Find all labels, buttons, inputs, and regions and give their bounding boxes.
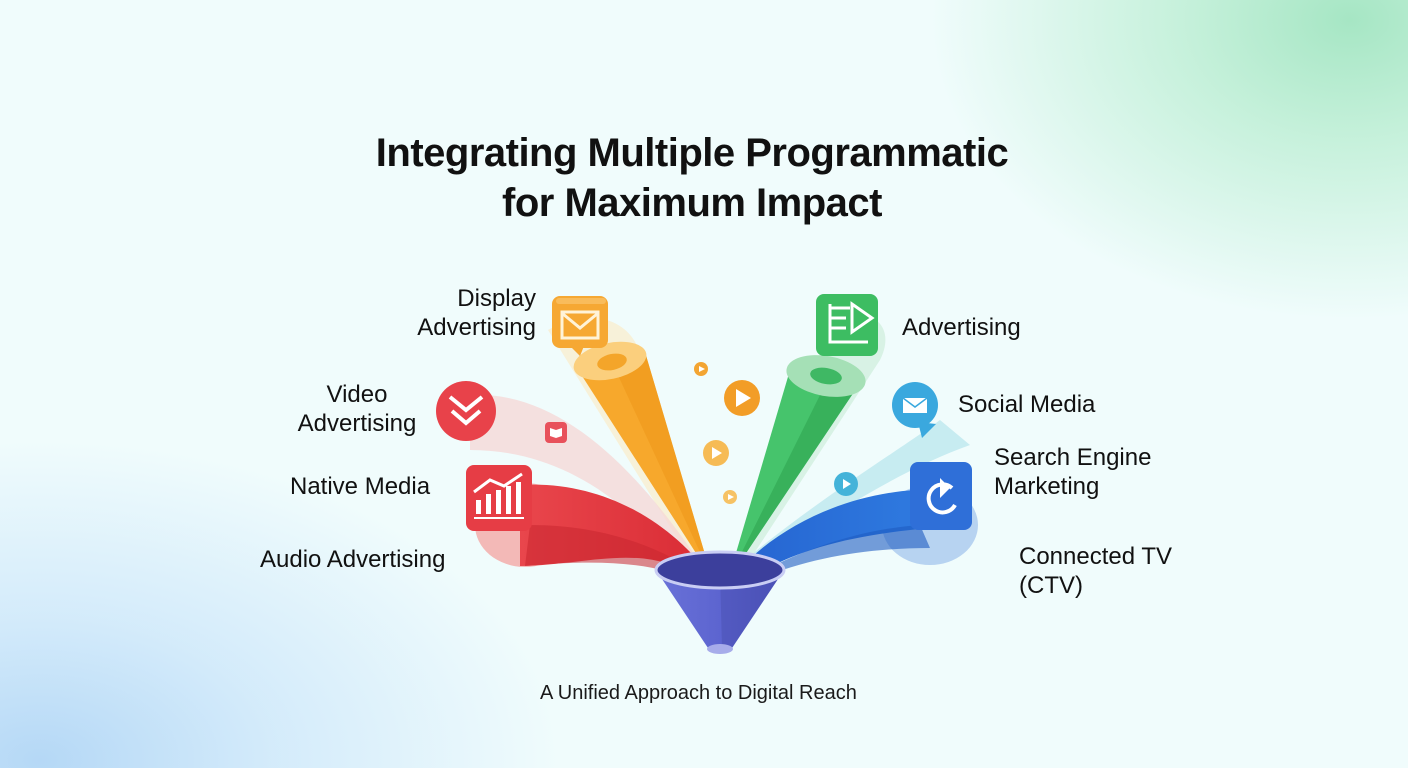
stream-green-advertising bbox=[728, 355, 866, 580]
title-line-2: for Maximum Impact bbox=[502, 181, 882, 225]
label-display-advertising: Display Advertising bbox=[400, 284, 536, 342]
small-red-tag bbox=[545, 422, 567, 443]
stream-display bbox=[573, 341, 712, 578]
chevron-down-double-icon bbox=[436, 381, 496, 441]
title-line-1: Integrating Multiple Programmatic bbox=[375, 131, 1009, 175]
label-social-media: Social Media bbox=[958, 390, 1095, 419]
label-audio-advertising: Audio Advertising bbox=[260, 545, 445, 574]
label-line: Search Engine bbox=[994, 444, 1152, 471]
label-line: Advertising bbox=[902, 314, 1021, 341]
subtitle: A Unified Approach to Digital Reach bbox=[540, 682, 857, 704]
label-line: Advertising bbox=[297, 410, 417, 437]
label-line: Native Media bbox=[290, 473, 431, 500]
chat-envelope-icon bbox=[892, 382, 938, 438]
label-native-media: Native Media bbox=[290, 472, 430, 501]
play-bubble-4 bbox=[723, 490, 737, 504]
play-bubble-5 bbox=[834, 472, 858, 496]
label-line: Marketing bbox=[994, 473, 1100, 500]
label-line: Video bbox=[326, 381, 388, 408]
label-connected-tv: Connected TV (CTV) bbox=[1019, 542, 1172, 600]
play-bubble-1 bbox=[694, 362, 708, 376]
envelope-icon bbox=[552, 296, 608, 356]
document-arrow-icon bbox=[816, 294, 878, 356]
label-video-advertising: Video Advertising bbox=[289, 380, 425, 438]
stream-video-glow bbox=[470, 394, 708, 578]
label-line: Audio Advertising bbox=[260, 546, 446, 573]
label-advertising: Advertising bbox=[902, 313, 1021, 342]
play-bubble-3 bbox=[703, 440, 729, 466]
label-line: Connected TV bbox=[1019, 543, 1172, 570]
label-search-engine-marketing: Search Engine Marketing bbox=[994, 443, 1151, 501]
page-title: Integrating Multiple Programmatic for Ma… bbox=[0, 128, 1384, 228]
label-line: (CTV) bbox=[1019, 572, 1083, 599]
refresh-play-icon bbox=[910, 462, 972, 530]
label-line: Social Media bbox=[958, 391, 1096, 418]
bar-chart-trend-icon bbox=[466, 465, 532, 531]
funnel bbox=[654, 550, 786, 654]
play-bubble-2 bbox=[724, 380, 760, 416]
label-line: Advertising bbox=[417, 314, 536, 341]
label-line: Display bbox=[457, 285, 536, 312]
